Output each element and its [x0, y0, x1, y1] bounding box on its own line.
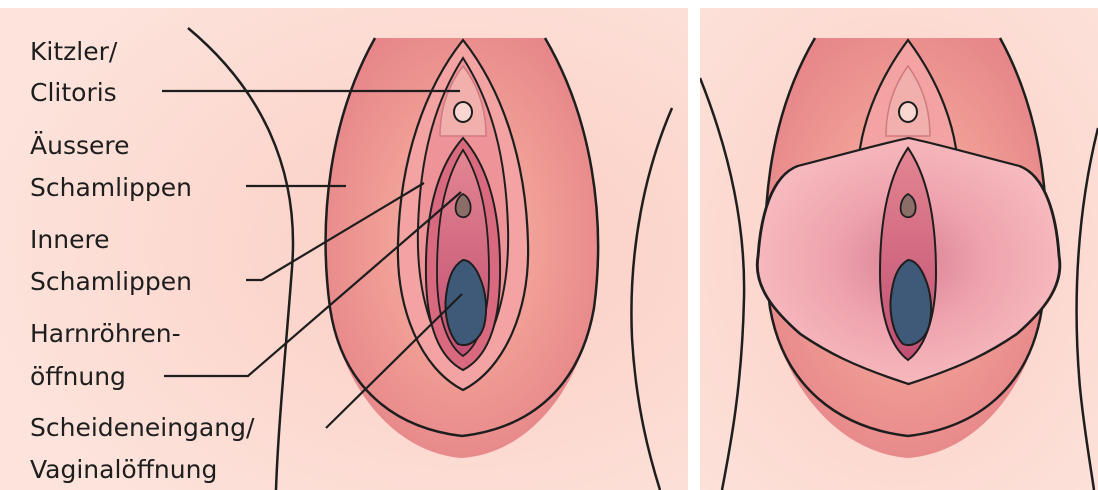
right-anatomy-diagram [700, 8, 1098, 490]
label-outer-labia-line1: Äussere [30, 131, 130, 160]
label-clitoris-line1: Kitzler/ [30, 37, 118, 66]
label-urethra-line1: Harnröhren- [30, 319, 181, 348]
label-vagina-line2: Vaginalöffnung [30, 455, 217, 484]
left-anatomy-panel: Kitzler/ Clitoris Äussere Schamlippen In… [0, 8, 688, 490]
label-outer-labia-line2: Schamlippen [30, 173, 192, 202]
urethral-opening [901, 194, 916, 217]
label-inner-labia-line1: Innere [30, 225, 110, 254]
clitoris [454, 102, 472, 122]
clitoris [899, 102, 917, 122]
label-urethra-line2: öffnung [30, 362, 126, 391]
right-anatomy-panel [700, 8, 1098, 490]
label-vagina-line1: Scheideneingang/ [30, 413, 255, 442]
urethral-opening [456, 194, 471, 217]
label-clitoris-line2: Clitoris [30, 78, 117, 107]
label-inner-labia-line2: Schamlippen [30, 267, 192, 296]
left-anatomy-diagram: Kitzler/ Clitoris Äussere Schamlippen In… [0, 8, 688, 490]
